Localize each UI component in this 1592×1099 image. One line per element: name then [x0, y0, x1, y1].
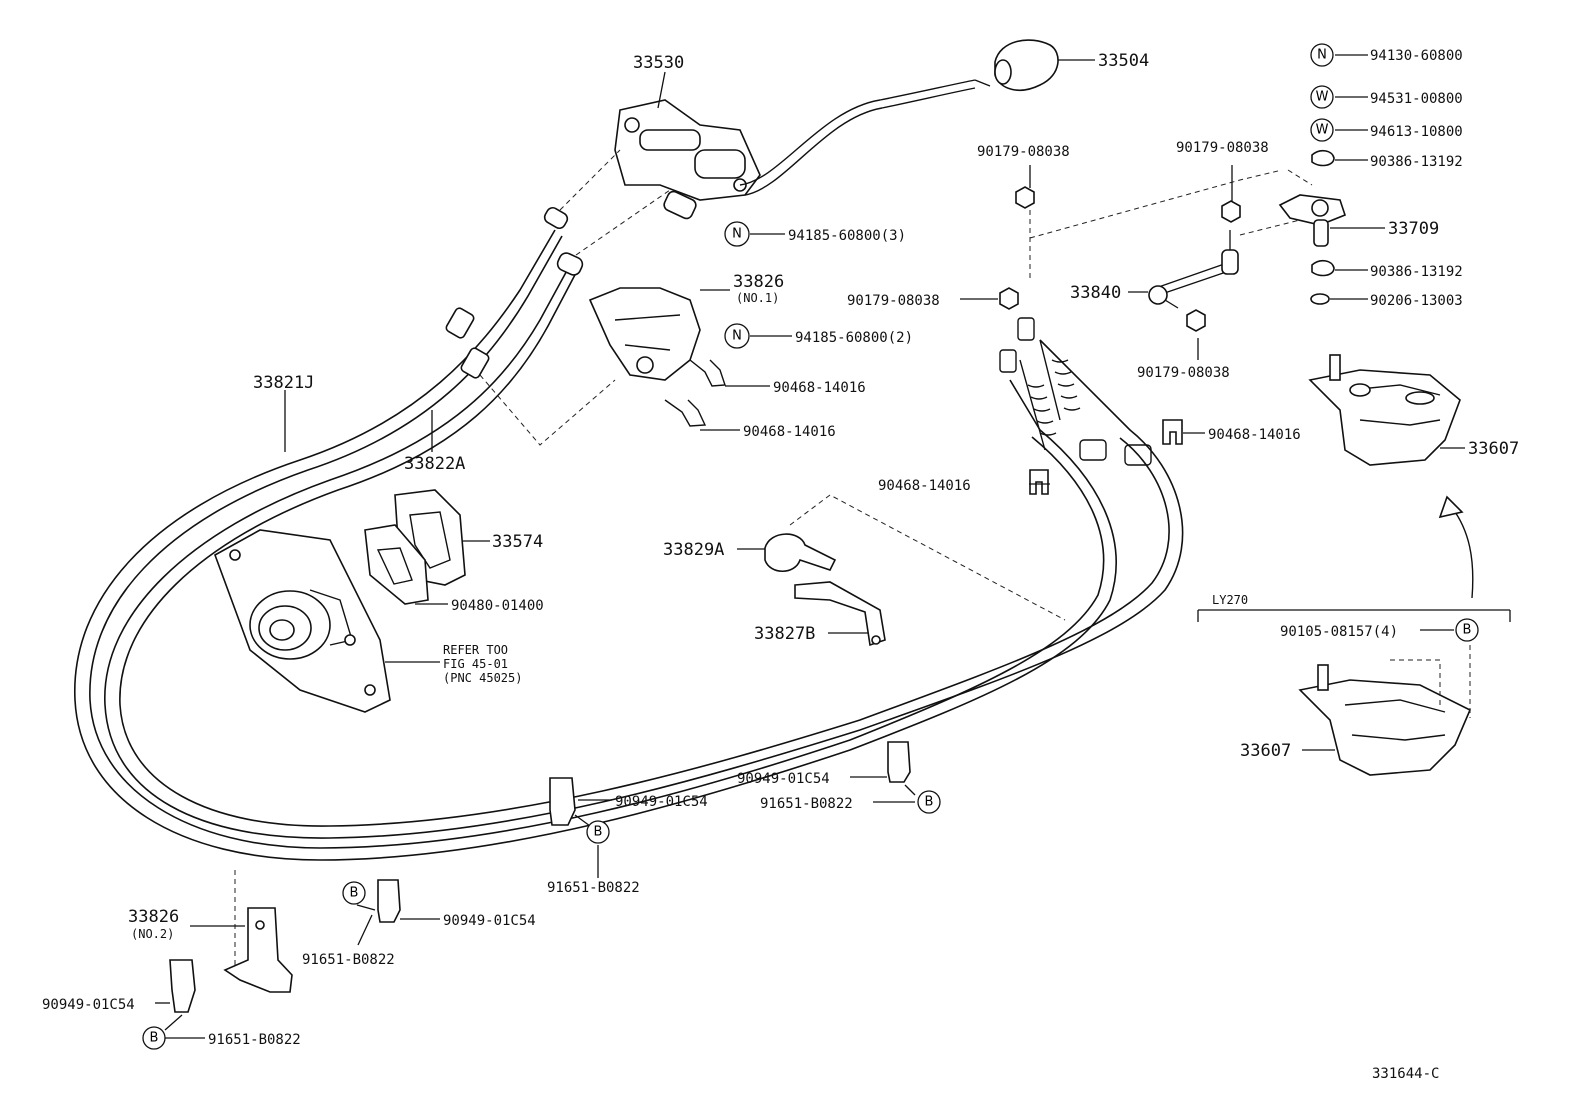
shift-cables [74, 206, 1184, 861]
label-33504: 33504 [1098, 51, 1149, 71]
label-33530: 33530 [633, 53, 684, 73]
boot-gasket [364, 489, 466, 605]
select-lever [1278, 149, 1346, 305]
svg-text:N: N [732, 227, 742, 242]
label-94185-2: 94185-60800(2) [795, 330, 913, 346]
label-94613: 94613-10800 [1370, 124, 1463, 140]
symbol-b-4: B [342, 881, 366, 905]
svg-text:B: B [350, 886, 359, 901]
mount-33607-lower [1298, 664, 1472, 776]
refer-line-3: (PNC 45025) [443, 671, 522, 685]
label-90468-a: 90468-14016 [773, 380, 866, 396]
label-33840: 33840 [1070, 283, 1121, 303]
label-33829A: 33829A [663, 540, 724, 560]
label-90179-d: 90179-08038 [1137, 365, 1230, 381]
label-33826-no2-sub: (NO.2) [131, 927, 174, 941]
label-90386-a: 90386-13192 [1370, 154, 1463, 170]
svg-text:W: W [1316, 123, 1329, 138]
symbol-n-1: N [1310, 43, 1334, 67]
svg-text:B: B [150, 1031, 159, 1046]
label-90949-d: 90949-01C54 [42, 997, 135, 1013]
label-90468-b: 90468-14016 [743, 424, 836, 440]
label-90386-b: 90386-13192 [1370, 264, 1463, 280]
clamp-33829A [764, 533, 837, 573]
label-90206: 90206-13003 [1370, 293, 1463, 309]
shift-knob [994, 39, 1059, 91]
label-94130: 94130-60800 [1370, 48, 1463, 64]
symbol-b-5: B [142, 1026, 166, 1050]
svg-text:W: W [1316, 90, 1329, 105]
spring-clips [664, 359, 1183, 495]
bracket-33826-no1 [588, 287, 701, 381]
svg-text:N: N [1317, 48, 1327, 63]
label-90179-b: 90179-08038 [847, 293, 940, 309]
diagram-id: 331644-C [1372, 1066, 1439, 1082]
label-33821J: 33821J [253, 373, 314, 393]
svg-text:B: B [1463, 623, 1472, 638]
label-33709: 33709 [1388, 219, 1439, 239]
label-94531: 94531-00800 [1370, 91, 1463, 107]
console-plate [214, 529, 391, 713]
label-ly270: LY270 [1212, 593, 1248, 607]
shift-rod [1148, 230, 1239, 309]
symbol-b-3: B [917, 790, 941, 814]
label-90480: 90480-01400 [451, 598, 544, 614]
label-33826-no1-sub: (NO.1) [736, 291, 779, 305]
mount-33607-upper [1308, 354, 1461, 466]
label-94185-3: 94185-60800(3) [788, 228, 906, 244]
symbol-n-3: N [724, 323, 750, 349]
label-90179-c: 90179-08038 [1176, 140, 1269, 156]
label-33607-a: 33607 [1468, 439, 1519, 459]
nuts-90179 [999, 186, 1241, 332]
label-91651-d: 91651-B0822 [208, 1032, 301, 1048]
bracket-33827B [794, 581, 886, 647]
label-33826-no1: 33826 [733, 272, 784, 292]
bracket-33826-no2 [223, 907, 293, 993]
label-91651-b: 91651-B0822 [760, 796, 853, 812]
refer-line-2: FIG 45-01 [443, 657, 508, 671]
dashed-guides [234, 149, 1471, 965]
symbol-w-2: W [1310, 118, 1334, 142]
shift-lever-assembly [614, 79, 991, 220]
svg-text:N: N [732, 329, 742, 344]
ly270-bracket [1197, 609, 1511, 622]
refer-line-1: REFER TOO [443, 643, 508, 657]
label-90949-c: 90949-01C54 [443, 913, 536, 929]
label-90179-a: 90179-08038 [977, 144, 1070, 160]
svg-text:B: B [925, 795, 934, 810]
symbol-b-2: B [586, 820, 610, 844]
label-91651-a: 91651-B0822 [547, 880, 640, 896]
symbol-b-1: B [1455, 618, 1479, 642]
label-90468-c: 90468-14016 [878, 478, 971, 494]
leader-lines [155, 54, 1465, 1039]
symbol-w-1: W [1310, 85, 1334, 109]
label-90105: 90105-08157(4) [1280, 624, 1398, 640]
symbol-n-2: N [724, 221, 750, 247]
label-91651-c: 91651-B0822 [302, 952, 395, 968]
label-33574: 33574 [492, 532, 543, 552]
svg-text:B: B [594, 825, 603, 840]
cable-clips [169, 741, 911, 1013]
label-33826-no2: 33826 [128, 907, 179, 927]
label-33607-b: 33607 [1240, 741, 1291, 761]
label-90468-d: 90468-14016 [1208, 427, 1301, 443]
direction-arrow [1438, 495, 1474, 599]
label-33827B: 33827B [754, 624, 815, 644]
label-33822A: 33822A [404, 454, 465, 474]
label-90949-b: 90949-01C54 [737, 771, 830, 787]
label-90949-a: 90949-01C54 [615, 794, 708, 810]
